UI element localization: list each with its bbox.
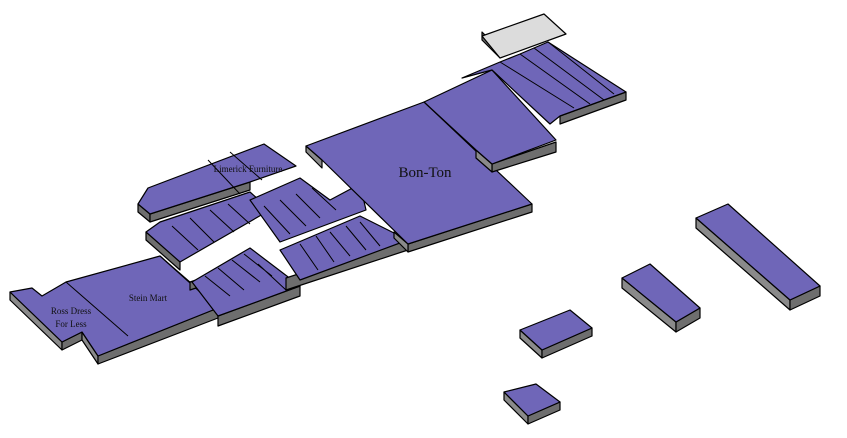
right-wing-roof-b[interactable] — [461, 41, 627, 125]
store-label-ross-line2: For Less — [55, 319, 87, 329]
outparcel-building-1[interactable] — [519, 309, 593, 359]
upper-corridor-block — [137, 143, 367, 271]
main-mall-building: Ross Dress For Less Stein Mart — [9, 13, 627, 365]
store-label-ross-line1: Ross Dress — [51, 306, 92, 316]
store-label-limerick-furniture: Limerick Furniture — [214, 164, 283, 174]
outparcel-building-2[interactable] — [503, 383, 561, 425]
lower-corridor-shops — [191, 215, 409, 327]
outparcel-building-3[interactable] — [621, 263, 701, 333]
right-wing — [423, 13, 627, 173]
store-ross-dress-for-less[interactable]: Ross Dress For Less — [51, 306, 92, 329]
store-bon-ton[interactable]: Bon-Ton — [305, 101, 533, 253]
outparcel-building-4[interactable] — [695, 203, 821, 311]
left-wing-roof[interactable] — [9, 255, 219, 357]
vacant-unit-roof[interactable] — [481, 13, 567, 59]
right-wing-roof-a[interactable] — [423, 69, 557, 165]
left-wing — [9, 255, 233, 365]
store-label-bon-ton: Bon-Ton — [398, 165, 452, 181]
bon-ton-roof — [305, 101, 533, 245]
upper-block-roof[interactable] — [137, 143, 297, 215]
store-label-stein-mart: Stein Mart — [129, 293, 168, 303]
store-limerick-furniture[interactable]: Limerick Furniture — [214, 164, 283, 174]
store-stein-mart[interactable]: Stein Mart — [129, 293, 168, 303]
